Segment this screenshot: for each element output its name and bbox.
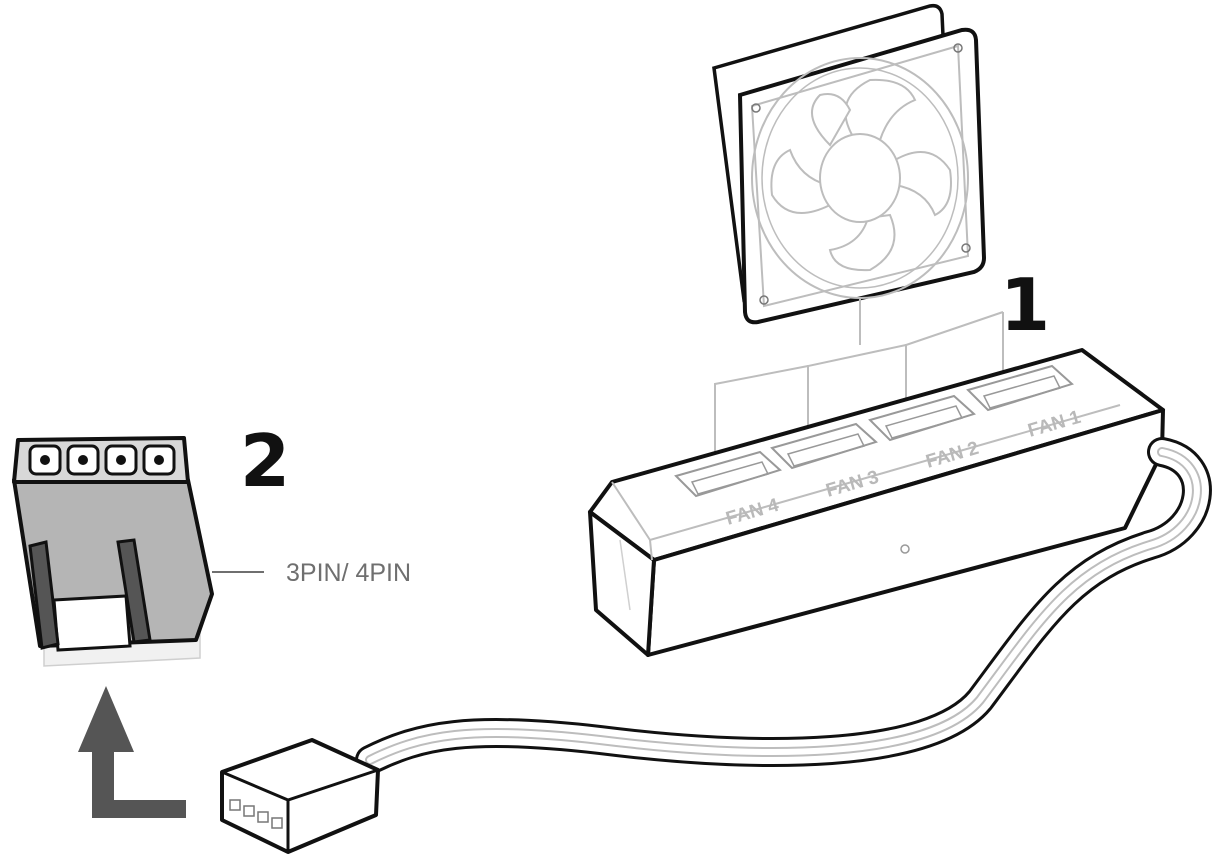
motherboard-fan-header bbox=[12, 436, 214, 667]
hub-port-fan3 bbox=[770, 422, 878, 470]
cable-plug-connector bbox=[220, 738, 380, 854]
step-number-1: 1 bbox=[1000, 263, 1050, 347]
case-fan-illustration bbox=[712, 3, 987, 325]
plug-pin-holes bbox=[229, 799, 283, 829]
hub-port-fan2 bbox=[868, 394, 976, 442]
hub-port-fan1 bbox=[966, 364, 1074, 412]
hub-cable bbox=[355, 437, 1212, 775]
step-number-2: 2 bbox=[240, 419, 290, 503]
fan-hub bbox=[819, 133, 901, 223]
connector-type-label: 3PIN/ 4PIN bbox=[286, 559, 411, 587]
hub-end-face bbox=[588, 510, 656, 657]
fan-hub-controller: FAN 4 FAN 3 FAN 2 FAN 1 bbox=[588, 348, 1165, 657]
hub-port-fan4 bbox=[674, 450, 782, 498]
direction-arrow-icon bbox=[78, 686, 186, 818]
fan-blades bbox=[770, 78, 952, 272]
